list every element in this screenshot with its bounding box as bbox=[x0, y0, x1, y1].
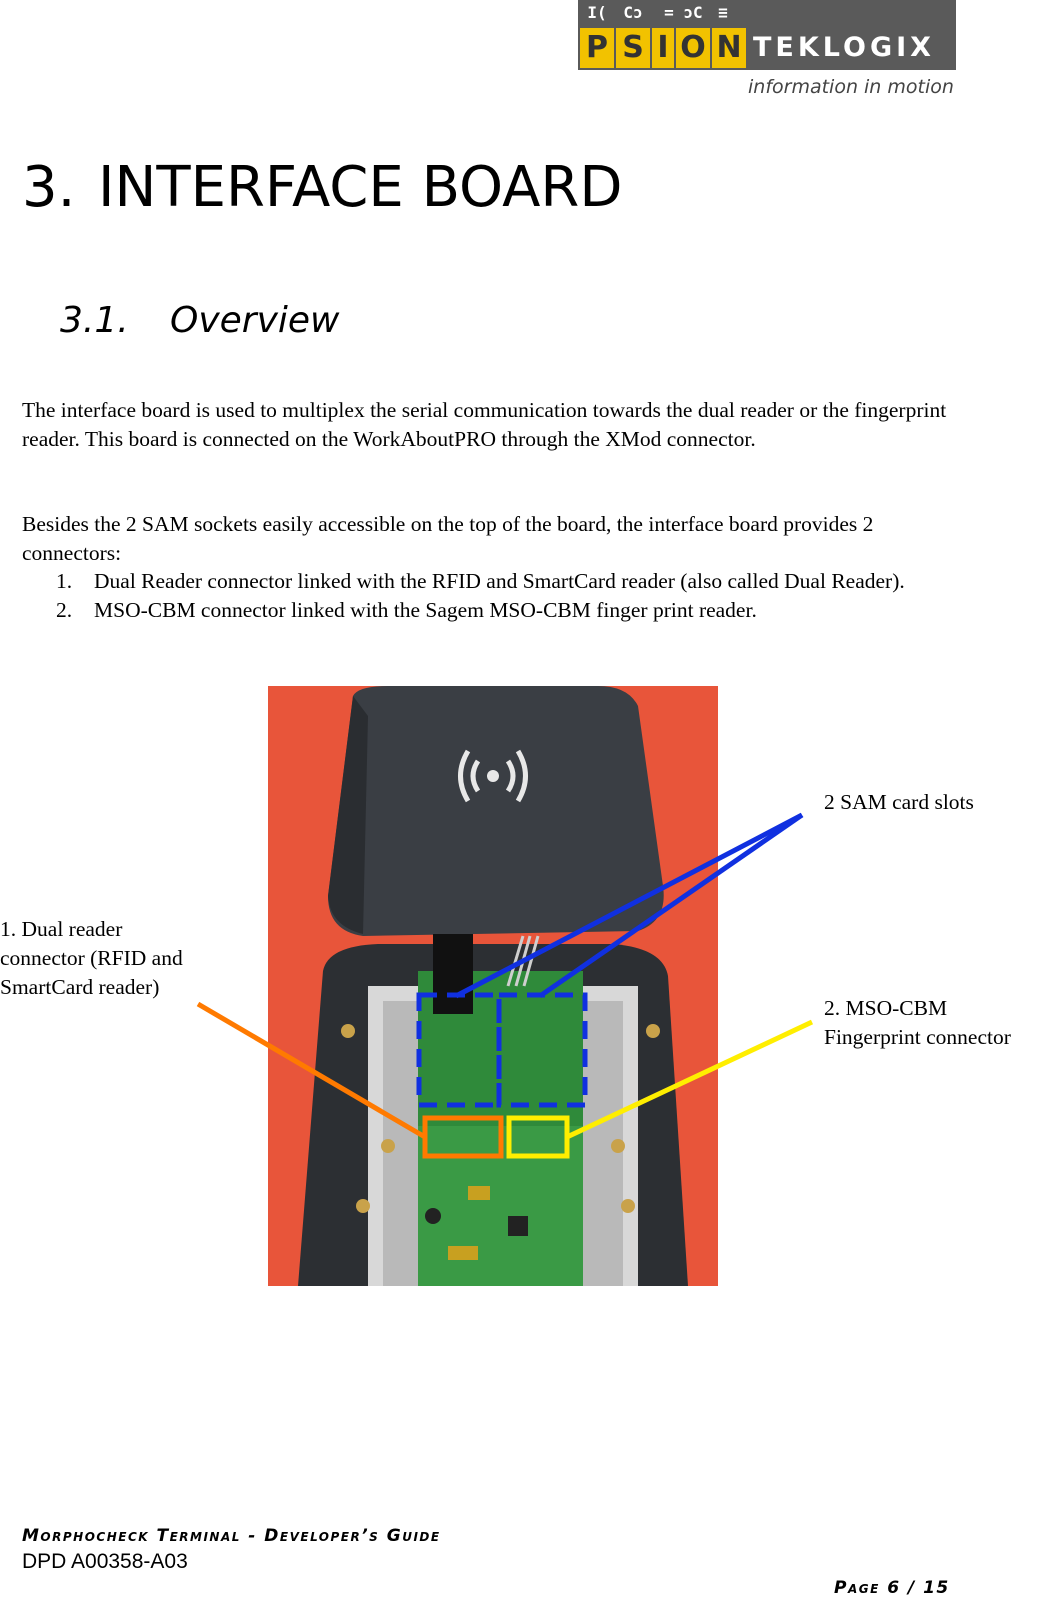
logo-letter: I bbox=[652, 28, 674, 68]
logo-letter: O bbox=[676, 28, 710, 68]
callout-line: 1. Dual reader bbox=[0, 917, 123, 941]
callout-sam-card-slots: 2 SAM card slots bbox=[824, 790, 974, 814]
callout-dual-reader: 1. Dual reader connector (RFID and Smart… bbox=[0, 915, 183, 1002]
logo-symbol: ɔC bbox=[683, 3, 703, 22]
logo-symbol: Cɔ bbox=[623, 3, 643, 22]
chapter-number: 3. bbox=[22, 155, 76, 220]
interface-board-photo bbox=[268, 686, 718, 1286]
paragraph-connectors: Besides the 2 SAM sockets easily accessi… bbox=[22, 512, 874, 565]
logo-letter: N bbox=[712, 28, 746, 68]
logo-tagline: information in motion bbox=[748, 76, 954, 98]
list-item: 1. Dual Reader connector linked with the … bbox=[22, 567, 982, 596]
chapter-title: INTERFACE BOARD bbox=[98, 155, 623, 220]
psion-teklogix-logo: I( Cɔ = ɔC ≡ P S I O N TEKLOGIX informat… bbox=[578, 0, 958, 100]
callout-mso-cbm: 2. MSO-CBM Fingerprint connector bbox=[824, 994, 1011, 1052]
callout-line: connector (RFID and bbox=[0, 946, 183, 970]
section-heading: 3.1. Overview bbox=[60, 300, 340, 341]
logo-symbol: = bbox=[664, 3, 674, 22]
connector-list: 1. Dual Reader connector linked with the … bbox=[22, 567, 982, 624]
callout-line: SmartCard reader) bbox=[0, 975, 160, 999]
section-number: 3.1. bbox=[60, 300, 129, 341]
footer-guide-title: Morphocheck Terminal - Developer’s Guide bbox=[22, 1526, 441, 1546]
logo-letter: S bbox=[616, 28, 650, 68]
logo-symbol: ≡ bbox=[718, 3, 728, 22]
logo-symbol: I( bbox=[587, 3, 607, 22]
logo-wordmark: TEKLOGIX bbox=[753, 32, 936, 63]
callout-line: Fingerprint connector bbox=[824, 1025, 1011, 1049]
paragraph-intro: The interface board is used to multiplex… bbox=[22, 398, 947, 451]
list-number: 2. bbox=[56, 597, 73, 622]
chapter-heading: 3. INTERFACE BOARD bbox=[22, 155, 622, 220]
logo-letter: P bbox=[580, 28, 614, 68]
list-text: Dual Reader connector linked with the RF… bbox=[94, 569, 905, 593]
footer-page-number: Page 6 / 15 bbox=[834, 1578, 950, 1598]
list-number: 1. bbox=[56, 569, 73, 593]
list-item: 2. MSO-CBM connector linked with the Sage… bbox=[22, 596, 982, 625]
rfid-symbol-icon bbox=[458, 749, 528, 803]
list-text: MSO-CBM connector linked with the Sagem … bbox=[94, 597, 757, 622]
callout-line: 2. MSO-CBM bbox=[824, 996, 948, 1020]
footer-doc-number: DPD A00358-A03 bbox=[22, 1550, 188, 1573]
device-illustration bbox=[268, 686, 718, 1286]
section-title: Overview bbox=[170, 300, 340, 341]
